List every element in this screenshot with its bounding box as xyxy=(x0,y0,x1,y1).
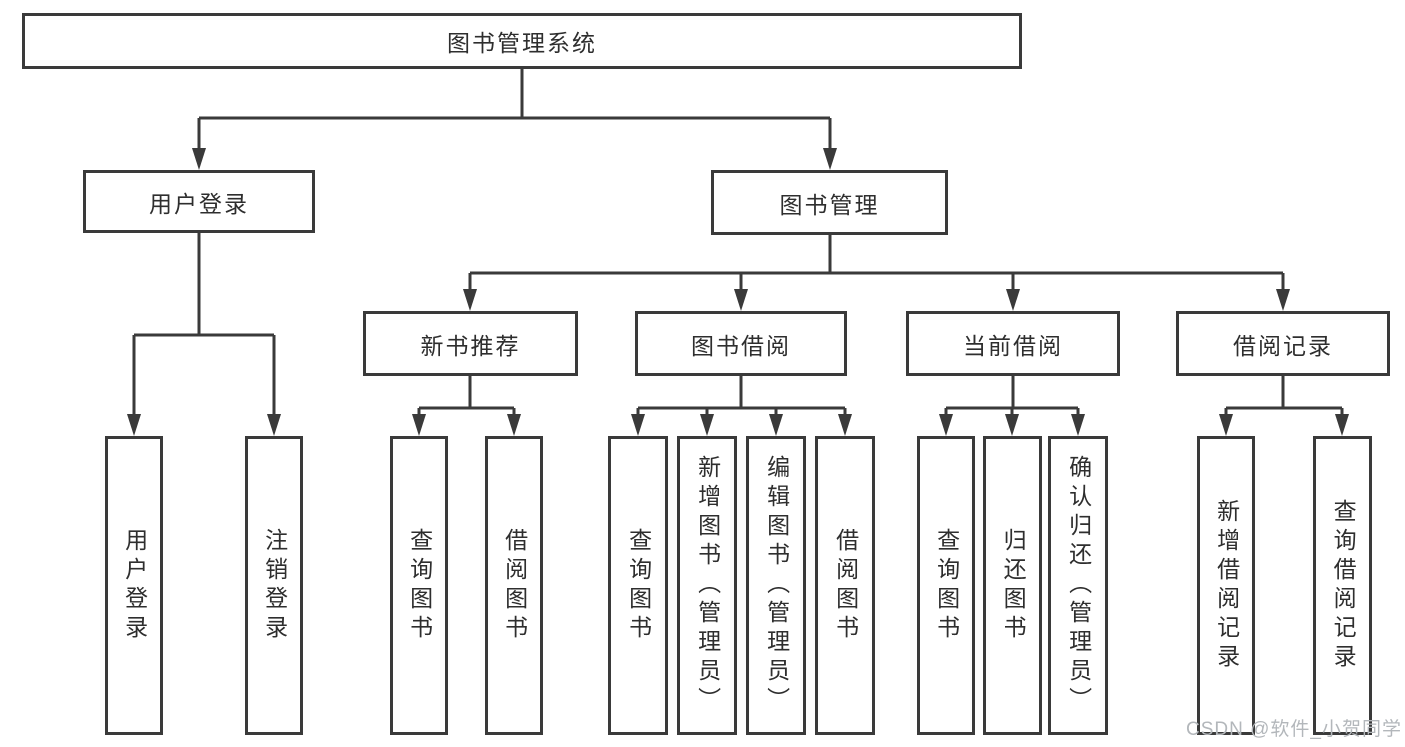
node-label: 借阅记录 xyxy=(1233,332,1333,359)
node-label: 归还图书 xyxy=(1000,527,1027,644)
node-query-books-current: 查询图书 xyxy=(917,436,975,735)
node-edit-book-admin: 编辑图书（管理员） xyxy=(746,436,806,735)
node-label: 查询借阅记录 xyxy=(1330,498,1357,673)
arrow-icon xyxy=(1276,289,1290,311)
node-query-borrow-record: 查询借阅记录 xyxy=(1313,436,1372,735)
arrow-icon xyxy=(1005,414,1019,436)
node-query-books-recommend: 查询图书 xyxy=(390,436,448,735)
node-label: 当前借阅 xyxy=(963,332,1063,359)
node-label: 确认归还（管理员） xyxy=(1065,455,1092,716)
connector-root-split xyxy=(197,69,832,152)
connector-book-borrow-split xyxy=(636,376,847,418)
node-label: 查询图书 xyxy=(625,527,652,644)
node-label: 新书推荐 xyxy=(420,332,521,359)
node-return-books: 归还图书 xyxy=(983,436,1042,735)
node-label: 查询图书 xyxy=(406,527,433,644)
node-label: 新增图书（管理员） xyxy=(694,455,721,716)
arrow-icon xyxy=(838,414,852,436)
node-label: 注销登录 xyxy=(261,527,288,644)
connector-user-login-split xyxy=(132,233,276,418)
node-book-borrow: 图书借阅 xyxy=(635,311,847,376)
connector-book-management-split xyxy=(468,235,1285,293)
node-current-borrow: 当前借阅 xyxy=(906,311,1120,376)
node-borrow-records: 借阅记录 xyxy=(1176,311,1390,376)
node-label: 图书管理系统 xyxy=(447,30,597,56)
node-user-login-action: 用户登录 xyxy=(105,436,163,735)
arrow-icon xyxy=(192,148,206,170)
csdn-watermark: CSDN @软件_小贺同学 xyxy=(1186,719,1402,740)
node-label: 编辑图书（管理员） xyxy=(763,455,790,716)
connector-borrow-record-split xyxy=(1224,376,1344,418)
arrow-icon xyxy=(412,414,426,436)
node-user-login: 用户登录 xyxy=(83,170,315,233)
arrow-icon xyxy=(127,414,141,436)
arrow-icon xyxy=(631,414,645,436)
node-label: 查询图书 xyxy=(933,527,960,644)
node-new-book-recommend: 新书推荐 xyxy=(363,311,578,376)
node-add-book-admin: 新增图书（管理员） xyxy=(677,436,737,735)
connector-current-borrow-split xyxy=(944,376,1080,418)
node-book-management: 图书管理 xyxy=(711,170,948,235)
arrow-icon xyxy=(700,414,714,436)
node-label: 借阅图书 xyxy=(501,527,528,644)
arrow-icon xyxy=(1335,414,1349,436)
node-label: 图书管理 xyxy=(779,191,880,218)
node-query-books-borrow: 查询图书 xyxy=(608,436,668,735)
node-borrow-books-recommend: 借阅图书 xyxy=(485,436,543,735)
node-label: 新增借阅记录 xyxy=(1213,498,1240,673)
node-add-borrow-record: 新增借阅记录 xyxy=(1197,436,1255,735)
node-library-management-system: 图书管理系统 xyxy=(22,13,1022,69)
node-confirm-return-admin: 确认归还（管理员） xyxy=(1048,436,1108,735)
node-logout-action: 注销登录 xyxy=(245,436,303,735)
arrow-icon xyxy=(463,289,477,311)
node-label: 借阅图书 xyxy=(832,527,859,644)
arrow-icon xyxy=(1071,414,1085,436)
arrow-icon xyxy=(769,414,783,436)
arrow-icon xyxy=(939,414,953,436)
node-label: 用户登录 xyxy=(121,527,148,644)
arrow-icon xyxy=(1219,414,1233,436)
arrow-icon xyxy=(734,289,748,311)
arrow-icon xyxy=(1006,289,1020,311)
arrow-icon xyxy=(267,414,281,436)
node-borrow-books-action: 借阅图书 xyxy=(815,436,875,735)
connector-new-book-split xyxy=(417,376,516,418)
node-label: 用户登录 xyxy=(149,190,249,217)
arrow-icon xyxy=(823,148,837,170)
node-label: 图书借阅 xyxy=(691,332,791,359)
arrow-icon xyxy=(507,414,521,436)
